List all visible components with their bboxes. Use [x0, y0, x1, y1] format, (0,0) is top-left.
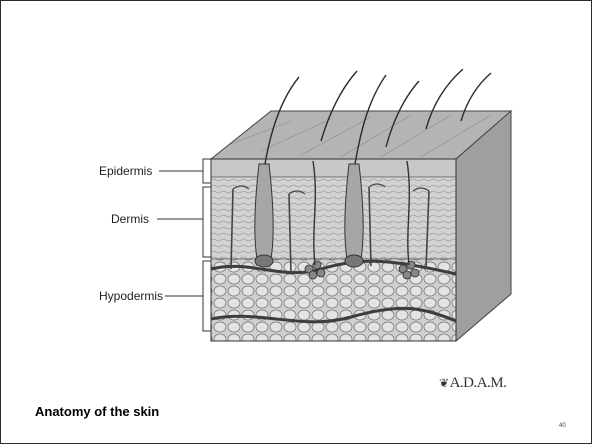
adam-logo-text: A.D.A.M. — [450, 375, 507, 391]
adam-logo: ❦A.D.A.M. — [439, 375, 506, 392]
slide-caption: Anatomy of the skin — [35, 404, 159, 419]
page-number: 40 — [559, 423, 566, 429]
leaf-icon: ❦ — [439, 376, 449, 390]
